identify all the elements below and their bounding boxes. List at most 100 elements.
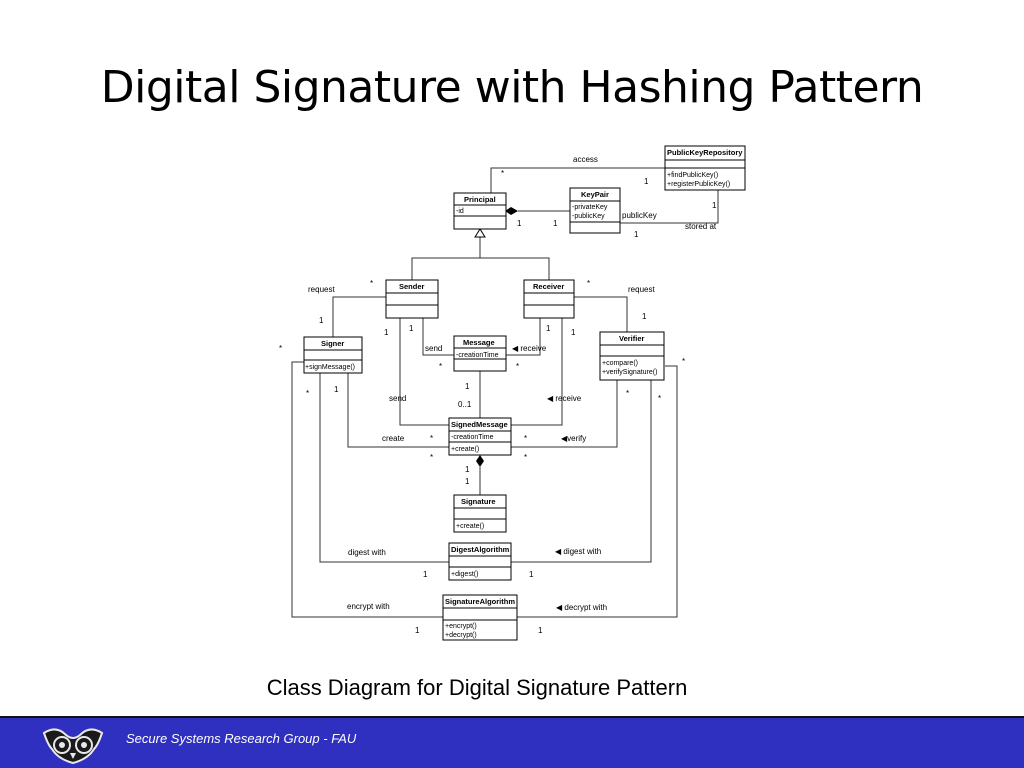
- multiplicity: *: [430, 434, 433, 443]
- access-label: access: [573, 155, 598, 164]
- class-diagram: PublicKeyRepository +findPublicKey() +re…: [279, 145, 746, 641]
- receiver-message-receive: [506, 318, 541, 356]
- access-association: [490, 167, 665, 193]
- signer-encrypt-association: [291, 361, 443, 618]
- multiplicity: *: [626, 389, 629, 398]
- publickey-label: publicKey: [622, 211, 657, 220]
- multiplicity: 1: [423, 570, 428, 579]
- class-name: Message: [463, 338, 495, 347]
- multiplicity: *: [516, 362, 519, 371]
- multiplicity: 1: [642, 312, 647, 321]
- class-signer: Signer +signMessage(): [303, 336, 363, 374]
- class-name: Principal: [464, 195, 496, 204]
- class-name: Receiver: [533, 282, 564, 291]
- multiplicity: 1: [384, 328, 389, 337]
- receiver-signedmessage-receive: [511, 318, 563, 426]
- class-member: +registerPublicKey(): [667, 181, 730, 188]
- class-member: +digest(): [451, 571, 478, 578]
- class-member: +verifySignature(): [602, 369, 657, 376]
- multiplicity: 1: [465, 382, 470, 391]
- verifier-digest-association: [511, 370, 652, 563]
- class-verifier: Verifier +compare() +verifySignature(): [599, 331, 665, 381]
- receive-message-label: ◀ receive: [512, 344, 547, 353]
- verify-label: ◀verify: [561, 434, 586, 443]
- class-public-key-repository: PublicKeyRepository +findPublicKey() +re…: [664, 145, 746, 191]
- sender-signedmessage-send: [399, 318, 449, 426]
- composition-diamond-2: [476, 455, 484, 467]
- multiplicity: *: [501, 169, 504, 178]
- class-name: PublicKeyRepository: [667, 148, 743, 157]
- class-name: Sender: [399, 282, 425, 291]
- multiplicity: 0..1: [458, 400, 472, 409]
- class-name: SignatureAlgorithm: [445, 597, 515, 606]
- class-signature: Signature +create(): [453, 494, 507, 533]
- multiplicity: *: [439, 362, 442, 371]
- decrypt-with-label: ◀ decrypt with: [556, 603, 607, 612]
- multiplicity: 1: [465, 465, 470, 474]
- slide-title: Digital Signature with Hashing Pattern: [100, 62, 924, 113]
- multiplicity: 1: [634, 230, 639, 239]
- footer-bar: Secure Systems Research Group - FAU: [0, 716, 1024, 768]
- class-signed-message: SignedMessage -creationTime +create(): [448, 417, 512, 456]
- multiplicity: 1: [553, 219, 558, 228]
- class-member: -creationTime: [451, 434, 494, 441]
- class-key-pair: KeyPair -privateKey -publicKey: [569, 187, 621, 234]
- multiplicity: 1: [334, 385, 339, 394]
- class-name: Signature: [461, 497, 496, 506]
- multiplicity: *: [306, 389, 309, 398]
- class-message: Message -creationTime: [453, 335, 507, 372]
- sender-message-send: [422, 318, 454, 356]
- class-member: -id: [456, 208, 464, 215]
- generalization-triangle: [474, 228, 486, 238]
- multiplicity: 1: [538, 626, 543, 635]
- multiplicity: 1: [712, 201, 717, 210]
- multiplicity: 1: [409, 324, 414, 333]
- class-member: -privateKey: [572, 204, 608, 211]
- class-receiver: Receiver: [523, 279, 575, 319]
- class-name: Signer: [321, 339, 344, 348]
- diagram-caption: Class Diagram for Digital Signature Patt…: [266, 675, 688, 700]
- multiplicity: 1: [415, 626, 420, 635]
- request-left-label: request: [308, 285, 335, 294]
- multiplicity: 1: [644, 177, 649, 186]
- composition-diamond: [505, 207, 518, 215]
- class-member: +signMessage(): [305, 364, 355, 371]
- generalization-branches: [411, 257, 550, 280]
- multiplicity: *: [682, 357, 685, 366]
- encrypt-with-label: encrypt with: [347, 602, 390, 611]
- create-label: create: [382, 434, 405, 443]
- class-name: Verifier: [619, 334, 645, 343]
- send-message-label: send: [425, 344, 442, 353]
- class-principal: Principal -id: [453, 192, 507, 230]
- class-name: DigestAlgorithm: [451, 545, 510, 554]
- class-member: +findPublicKey(): [667, 172, 718, 179]
- send-signed-label: send: [389, 394, 406, 403]
- class-member: +encrypt(): [445, 623, 477, 630]
- class-member: -publicKey: [572, 213, 605, 220]
- digest-with-left-label: digest with: [348, 548, 386, 557]
- class-name: SignedMessage: [451, 420, 508, 429]
- stored-at-label: stored at: [685, 222, 717, 231]
- class-signature-algorithm: SignatureAlgorithm +encrypt() +decrypt(): [442, 594, 518, 641]
- signer-create-association: [347, 370, 449, 448]
- class-member: +create(): [456, 523, 484, 530]
- multiplicity: *: [658, 394, 661, 403]
- sender-signer-request: [332, 296, 386, 337]
- class-member: +decrypt(): [445, 632, 477, 639]
- stored-at-association: [620, 190, 719, 224]
- class-digest-algorithm: DigestAlgorithm +digest(): [448, 542, 512, 581]
- request-right-label: request: [628, 285, 655, 294]
- multiplicity: *: [524, 453, 527, 462]
- class-member: +compare(): [602, 360, 638, 367]
- multiplicity: 1: [465, 477, 470, 486]
- class-name: KeyPair: [581, 190, 609, 199]
- multiplicity: *: [524, 434, 527, 443]
- digest-with-right-label: ◀ digest with: [555, 547, 601, 556]
- footer-text: Secure Systems Research Group - FAU: [126, 731, 357, 746]
- owl-logo-icon: [42, 728, 104, 765]
- diagram-connectors: [291, 167, 719, 618]
- multiplicity: 1: [319, 316, 324, 325]
- class-member: -creationTime: [456, 352, 499, 359]
- multiplicity: 1: [517, 219, 522, 228]
